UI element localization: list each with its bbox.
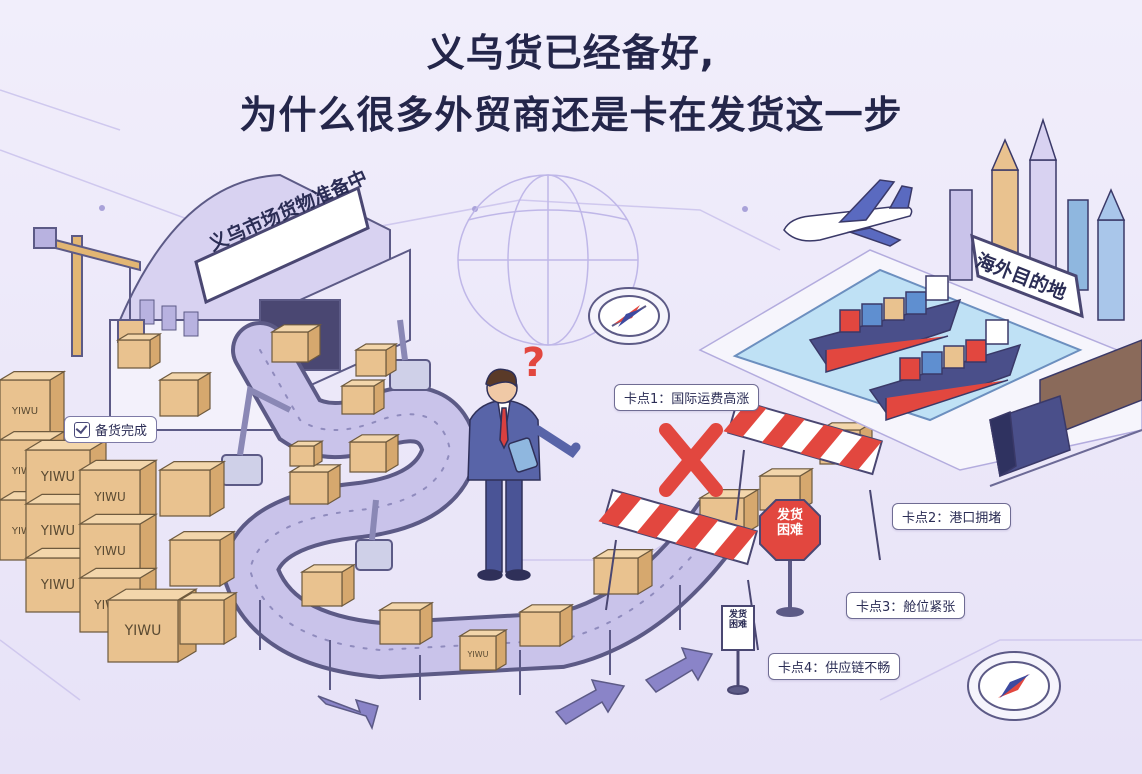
airplane-icon <box>783 179 913 247</box>
belt-box <box>339 378 387 416</box>
conveyor-belt <box>220 321 749 680</box>
stacked-box <box>177 591 239 646</box>
stacked-box: YIWU <box>77 513 159 580</box>
check-icon <box>74 421 90 438</box>
belt-box <box>347 433 401 474</box>
box-label: YIWU <box>11 526 38 537</box>
robot-arm <box>221 319 431 571</box>
belt-boxes: YIWU <box>269 323 1039 672</box>
callout-bottleneck-2: 卡点2：港口拥堵 <box>892 503 1012 530</box>
page-title-line1: 义乌货已经备好, <box>426 31 716 75</box>
warning-sign-icon <box>721 605 755 695</box>
businessman <box>467 368 581 581</box>
stacked-box: YIWU <box>0 370 67 442</box>
warning-sign-text: 发货困难 <box>728 610 747 630</box>
box-label: YIWU <box>11 406 38 417</box>
box-label: YIWU <box>124 623 162 639</box>
ready-badge-label: 备货完成 <box>95 424 148 439</box>
box-label: YIWU <box>93 544 126 558</box>
box-label: YIWU <box>40 578 75 593</box>
train-icon <box>989 339 1142 487</box>
conveyor-legs <box>259 585 681 700</box>
arrow-icon <box>317 646 714 731</box>
stacked-box <box>157 460 227 518</box>
stop-sign-icon <box>759 499 821 617</box>
ship-icon <box>808 275 1022 422</box>
belt-box: YIWU <box>457 628 509 672</box>
stop-sign-text: 发货困难 <box>776 508 803 538</box>
stacked-box <box>167 530 237 588</box>
callout-bottleneck-3: 卡点3：舱位紧张 <box>846 592 966 619</box>
callout-bottleneck-1: 卡点1：国际运费高涨 <box>614 384 760 411</box>
box-label: YIWU <box>11 466 38 477</box>
crane-icon <box>33 227 145 357</box>
belt-box <box>269 323 323 364</box>
red-x-icon <box>659 423 723 497</box>
belt-box <box>517 603 575 648</box>
city-skyline <box>949 117 1126 321</box>
page-title-line2: 为什么很多外贸商还是卡在发货这一步 <box>239 93 903 137</box>
globe-icon <box>457 174 639 346</box>
belt-box <box>377 601 435 646</box>
belt-box <box>353 342 399 378</box>
compass-icon <box>967 651 1061 721</box>
belt-box <box>591 548 655 596</box>
stacked-box <box>115 332 163 370</box>
box-label: YIWU <box>40 470 75 485</box>
stacked-box <box>157 371 213 418</box>
question-mark-icon: ? <box>522 340 546 386</box>
callout-bottleneck-4: 卡点4：供应链不畅 <box>768 653 901 680</box>
box-label: YIWU <box>466 650 488 659</box>
barricades <box>598 398 884 651</box>
box-label: YIWU <box>40 524 75 539</box>
compass-icon <box>588 287 670 345</box>
ready-badge: 备货完成 <box>64 416 158 443</box>
belt-box <box>299 563 357 608</box>
belt-box <box>287 440 325 468</box>
belt-box <box>287 463 343 506</box>
box-label: YIWU <box>93 490 126 504</box>
